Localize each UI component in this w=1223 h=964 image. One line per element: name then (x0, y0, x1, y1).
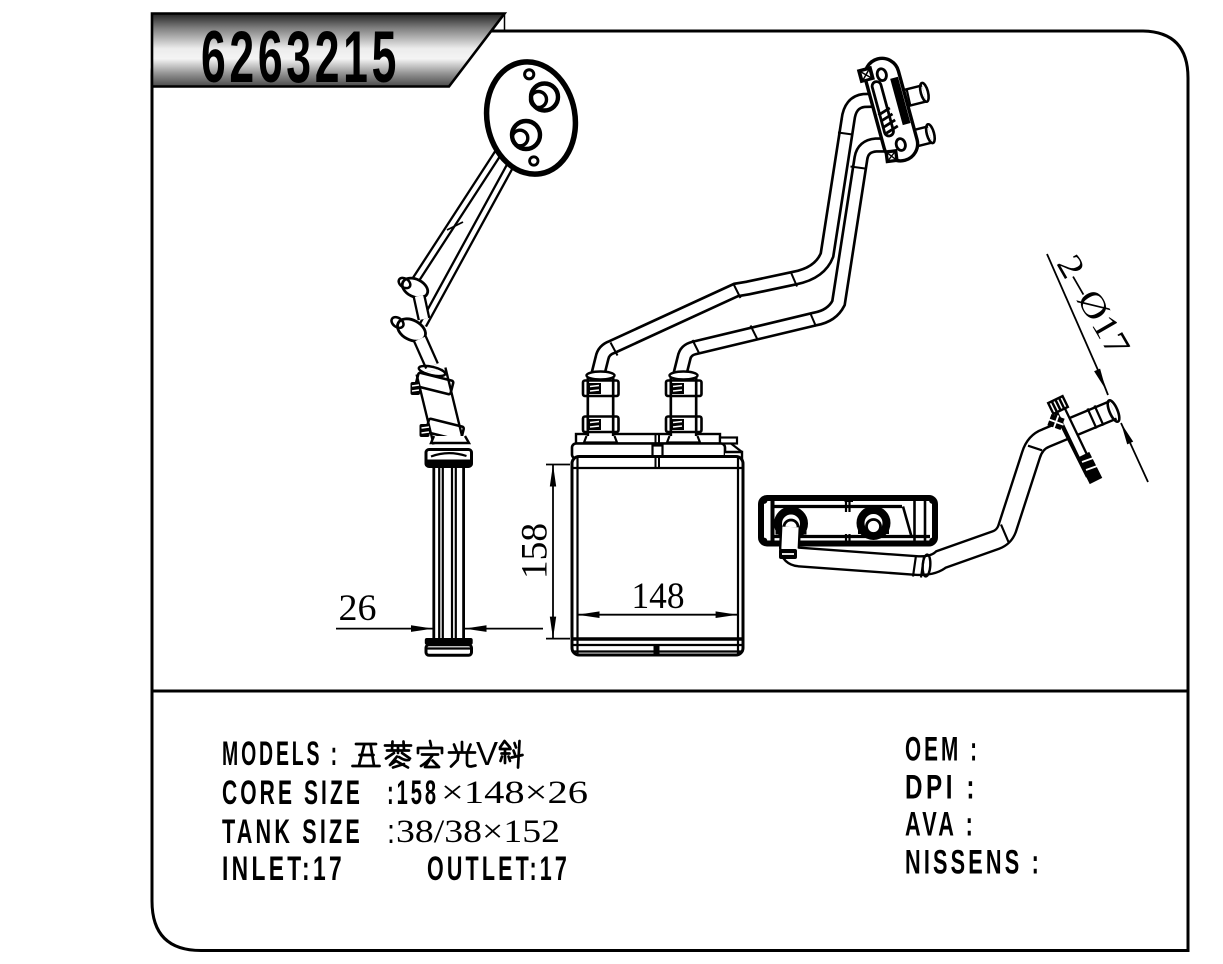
svg-text:V: V (476, 735, 498, 772)
svg-text:CORE SIZE: CORE SIZE (222, 774, 363, 812)
svg-text:MODELS :: MODELS : (222, 735, 340, 773)
svg-text:6263215: 6263215 (201, 17, 400, 98)
svg-text:TANK SIZE: TANK SIZE (222, 813, 363, 851)
svg-text:OEM :: OEM : (905, 731, 980, 769)
svg-text:DPI :: DPI : (905, 769, 978, 807)
svg-text:INLET:17: INLET:17 (222, 850, 345, 888)
svg-text:158: 158 (515, 523, 556, 579)
svg-text::158: :158 (387, 774, 439, 812)
svg-text:26: 26 (339, 588, 377, 629)
svg-text:148: 148 (632, 576, 685, 617)
svg-text:NISSENS :: NISSENS : (905, 844, 1042, 882)
svg-text:38/38×152: 38/38×152 (396, 814, 560, 850)
svg-text:2–Ø17: 2–Ø17 (1049, 248, 1138, 363)
svg-text:OUTLET:17: OUTLET:17 (427, 850, 570, 888)
svg-text::: : (387, 813, 395, 851)
svg-text:×148×26: ×148×26 (441, 775, 588, 811)
svg-text:AVA :: AVA : (905, 806, 976, 844)
